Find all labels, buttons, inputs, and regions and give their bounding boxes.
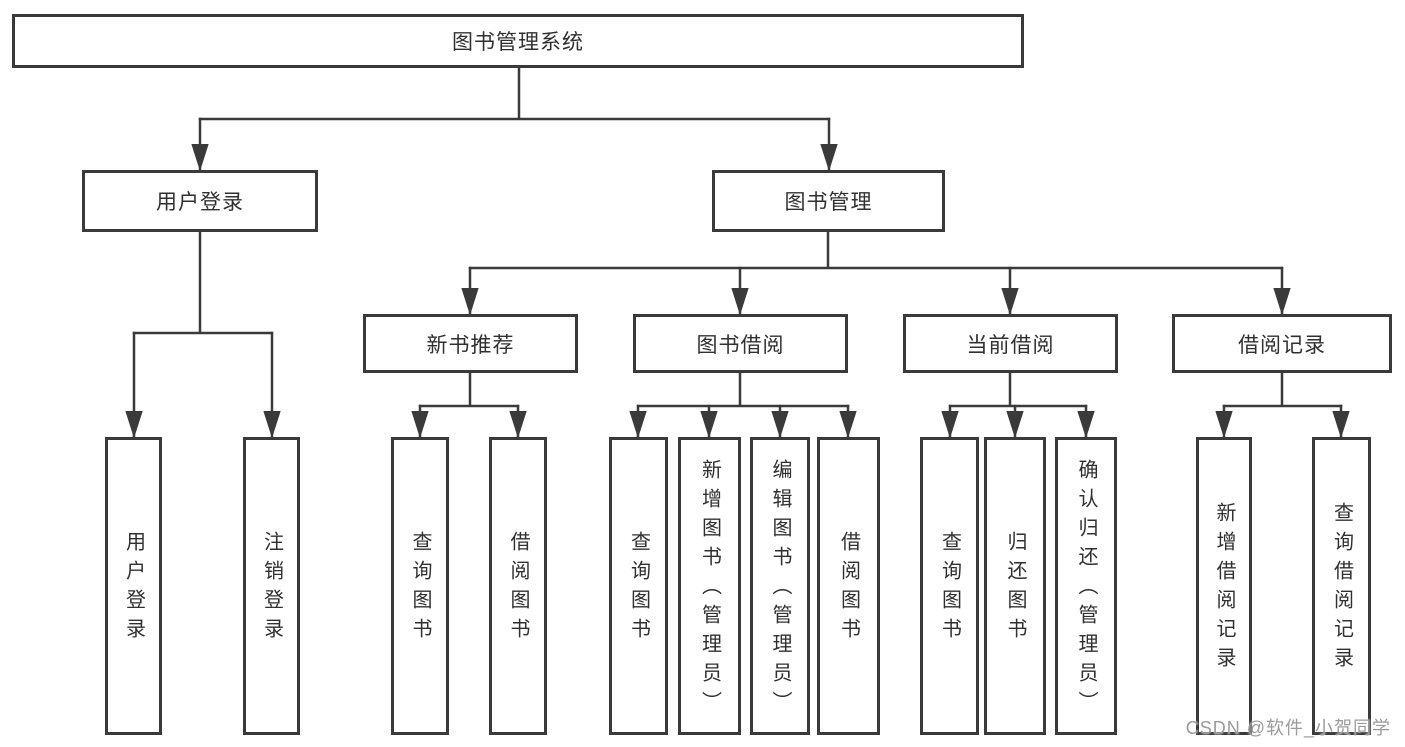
node-book-management-system: 图书管理系统 <box>12 14 1024 68</box>
leaf-add-borrow-record: 新增借阅记录 <box>1196 437 1252 735</box>
leaf-return-book: 归还图书 <box>984 437 1046 735</box>
node-new-book-recommend: 新书推荐 <box>363 314 578 373</box>
leaf-add-book-admin: 新增图书（管理员） <box>678 437 741 735</box>
leaf-logout: 注销登录 <box>243 437 300 735</box>
connector-current-borrow-children <box>941 373 1095 439</box>
leaf-query-books-current: 查询图书 <box>920 437 979 735</box>
connector-book-mgmt-to-level3 <box>461 232 1291 316</box>
csdn-watermark: CSDN @软件_小贺同学 <box>1185 718 1391 738</box>
leaf-query-books-recommend: 查询图书 <box>391 437 449 735</box>
connector-borrow-records-children <box>1215 373 1350 439</box>
node-current-borrowing: 当前借阅 <box>903 314 1118 373</box>
node-book-management: 图书管理 <box>712 170 945 232</box>
connector-new-book-children <box>411 373 527 439</box>
node-borrowing-records: 借阅记录 <box>1172 314 1392 373</box>
leaf-query-books-borrow: 查询图书 <box>609 437 668 735</box>
leaf-edit-book-admin: 编辑图书（管理员） <box>750 437 810 735</box>
leaf-borrow-books: 借阅图书 <box>817 437 880 735</box>
connector-user-login-children <box>125 232 281 439</box>
connector-root-to-level2 <box>191 68 838 172</box>
leaf-query-borrow-record: 查询借阅记录 <box>1312 437 1371 735</box>
leaf-user-login: 用户登录 <box>105 437 162 735</box>
leaf-confirm-return-admin: 确认归还（管理员） <box>1055 437 1117 735</box>
leaf-borrow-books-recommend: 借阅图书 <box>489 437 547 735</box>
node-book-borrowing: 图书借阅 <box>633 314 848 373</box>
node-user-login: 用户登录 <box>82 170 318 232</box>
connector-book-borrow-children <box>629 373 857 439</box>
